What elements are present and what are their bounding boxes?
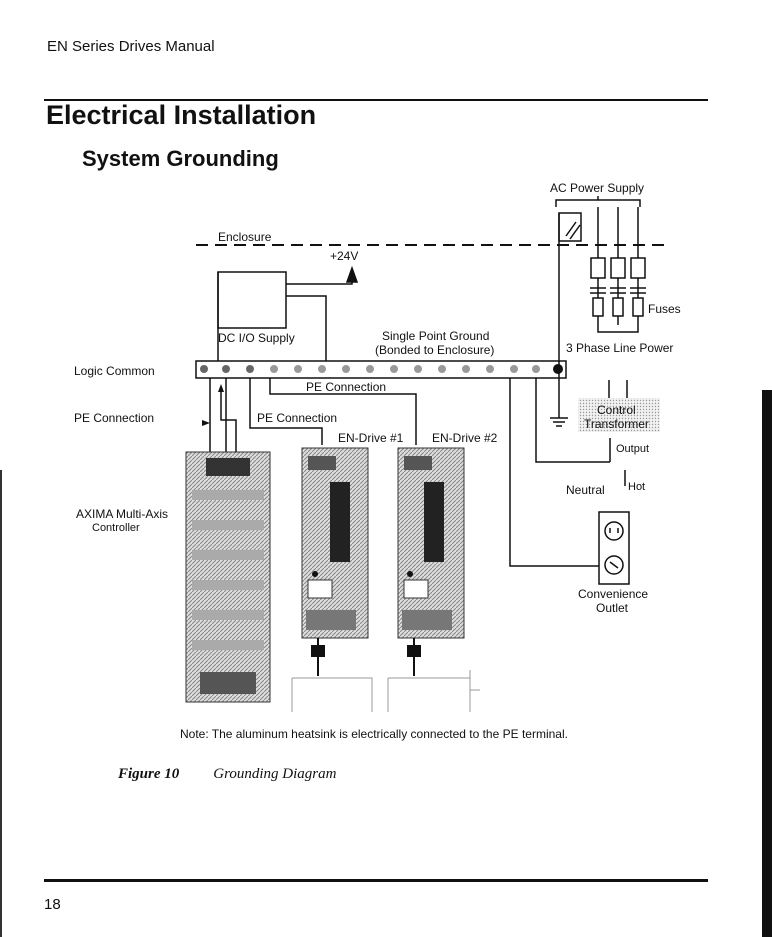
axima-controller [185,451,271,703]
single-point-ground-label: Single Point Ground [382,329,489,343]
figure-caption: Figure 10 Grounding Diagram [118,766,336,783]
pe-wiring [209,360,610,567]
figure-note: Note: The aluminum heatsink is electrica… [180,727,568,741]
en-drive-1 [301,447,369,676]
transformer-label: Transformer [584,417,649,431]
control-label: Control [597,403,636,417]
pe-connection-mid-label: PE Connection [257,411,337,425]
bonded-to-enclosure-label: (Bonded to Enclosure) [375,343,494,357]
ground-bus-bar [195,360,567,379]
convenience-outlet-label-1: Convenience [578,587,648,601]
enclosure-label: Enclosure [218,230,272,244]
pe-connection-bus-label: PE Connection [306,380,386,394]
bottom-divider [44,879,708,882]
section-title: Electrical Installation [46,100,317,130]
convenience-outlet-label-2: Outlet [596,601,629,615]
figure-title: Grounding Diagram [213,766,337,782]
arrow-icon [218,384,224,392]
output-label: Output [616,443,649,455]
scan-edge-right [762,390,772,937]
three-phase-line-power-label: 3 Phase Line Power [566,341,673,355]
en-drive-1-label: EN-Drive #1 [338,431,404,445]
control-transformer [578,380,660,486]
dc-io-supply-label: DC I/O Supply [218,331,295,345]
pe-connection-left-label: PE Connection [74,411,154,425]
subsection-title: System Grounding [82,146,279,171]
page-number: 18 [44,896,61,913]
fuses-label: Fuses [648,302,681,316]
en-drive-2-label: EN-Drive #2 [432,431,498,445]
axima-label-1: AXIMA Multi-Axis [76,507,168,521]
fuses-icon [590,287,646,333]
top-divider [44,99,708,101]
en-drive-2 [397,447,465,676]
convenience-outlet-icon [598,511,630,585]
hot-label: Hot [628,481,645,493]
logic-common-label: Logic Common [74,364,155,378]
dc-io-supply-box [217,265,359,368]
plus-24v-label: +24V [330,249,358,263]
axima-label-2: Controller [92,522,140,534]
ac-power-supply-label: AC Power Supply [550,181,644,195]
scan-edge-left [0,470,2,937]
line-contactors [590,257,646,279]
arrow-icon [202,420,210,426]
manual-title: EN Series Drives Manual [47,38,215,55]
neutral-label: Neutral [566,483,605,497]
figure-number: Figure 10 [118,766,180,782]
motor-outline-sketch [291,670,480,712]
